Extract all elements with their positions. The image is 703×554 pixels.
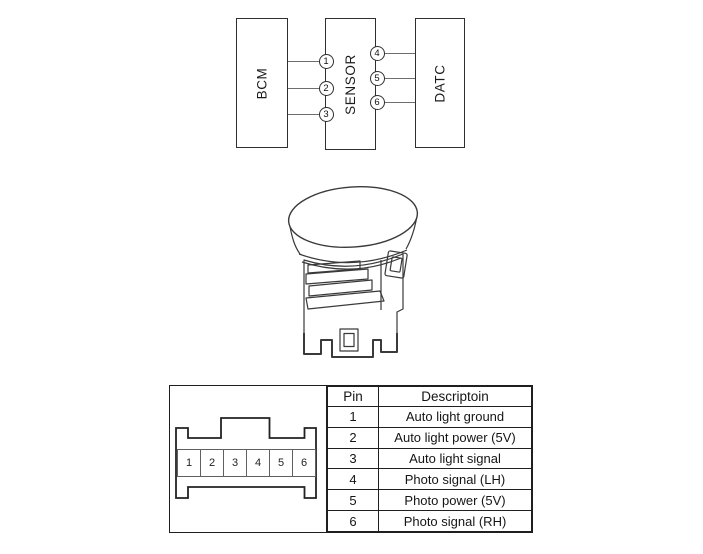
table-row: 6 Photo signal (RH) (327, 510, 532, 532)
pin-circle-6: 6 (369, 94, 385, 110)
pin-number: 4 (327, 468, 379, 491)
sensor-bottom-window-outer (339, 328, 359, 352)
pin-number: 3 (327, 447, 379, 470)
pin-description: Photo signal (RH) (378, 510, 532, 532)
wire-pin6-datc (384, 101, 415, 103)
connector-pin-cell: 3 (224, 450, 247, 476)
table-row: 2 Auto light power (5V) (327, 426, 532, 449)
sensor-bottom-window-inner (343, 332, 355, 348)
sensor-flange-bottom (301, 257, 402, 270)
pin-circle-4: 4 (369, 45, 385, 61)
wire-pin4-datc (384, 52, 415, 54)
wire-pin5-datc (384, 77, 415, 79)
pin-circle-1: 1 (318, 53, 334, 69)
connector-outline (175, 417, 317, 499)
sensor-slat-3 (308, 279, 373, 297)
pin-number: 2 (327, 426, 379, 449)
pin-circle-5: 5 (369, 70, 385, 86)
table-row: 1 Auto light ground (327, 405, 532, 428)
sensor-ledge (305, 290, 385, 310)
connector-pin-cell: 4 (247, 450, 270, 476)
bcm-box: BCM (236, 18, 288, 148)
pin-number: 5 (327, 489, 379, 512)
pin-number: 1 (327, 405, 379, 428)
pin-number: 6 (327, 510, 379, 532)
pin-circle-2: 2 (318, 80, 334, 96)
pin-header: Pin (327, 386, 379, 407)
photo-sensor-drawing (287, 186, 419, 358)
datc-box: DATC (415, 18, 465, 148)
connector-face: 1 2 3 4 5 6 (170, 386, 327, 532)
pin-description: Photo power (5V) (378, 489, 532, 512)
sensor-dome (287, 186, 419, 248)
connector-pin-cell: 5 (270, 450, 293, 476)
wire-bcm-pin2 (288, 87, 319, 89)
pin-circle-3: 3 (318, 106, 334, 122)
table-row: 4 Photo signal (LH) (327, 468, 532, 491)
wire-bcm-pin3 (288, 113, 319, 115)
sensor-slat-2 (305, 268, 369, 285)
pin-description: Photo signal (LH) (378, 468, 532, 491)
connector-pin-cell: 2 (201, 450, 224, 476)
datc-label: DATC (432, 63, 448, 103)
table-row: 3 Auto light signal (327, 447, 532, 470)
pin-description: Auto light signal (378, 447, 532, 470)
pinout-table: Pin Descriptoin 1 Auto light ground 2 Au… (327, 386, 532, 532)
pinout-header-row: Pin Descriptoin (327, 386, 532, 407)
connector-pin-row: 1 2 3 4 5 6 (177, 449, 316, 477)
sensor-label: SENSOR (343, 53, 358, 115)
table-row: 5 Photo power (5V) (327, 489, 532, 512)
sensor-bottom-legs (303, 333, 398, 358)
sensor-flange-top (298, 249, 408, 264)
pin-description: Auto light power (5V) (378, 426, 532, 449)
description-header: Descriptoin (378, 386, 532, 407)
wire-bcm-pin1 (288, 60, 319, 62)
connector-pinout: 1 2 3 4 5 6 Pin Descriptoin 1 Auto light… (169, 385, 533, 533)
connector-pin-cell: 1 (178, 450, 201, 476)
pin-description: Auto light ground (378, 405, 532, 428)
bcm-label: BCM (254, 67, 270, 99)
connector-pin-cell: 6 (300, 457, 308, 469)
connector-outline-svg (175, 417, 317, 499)
